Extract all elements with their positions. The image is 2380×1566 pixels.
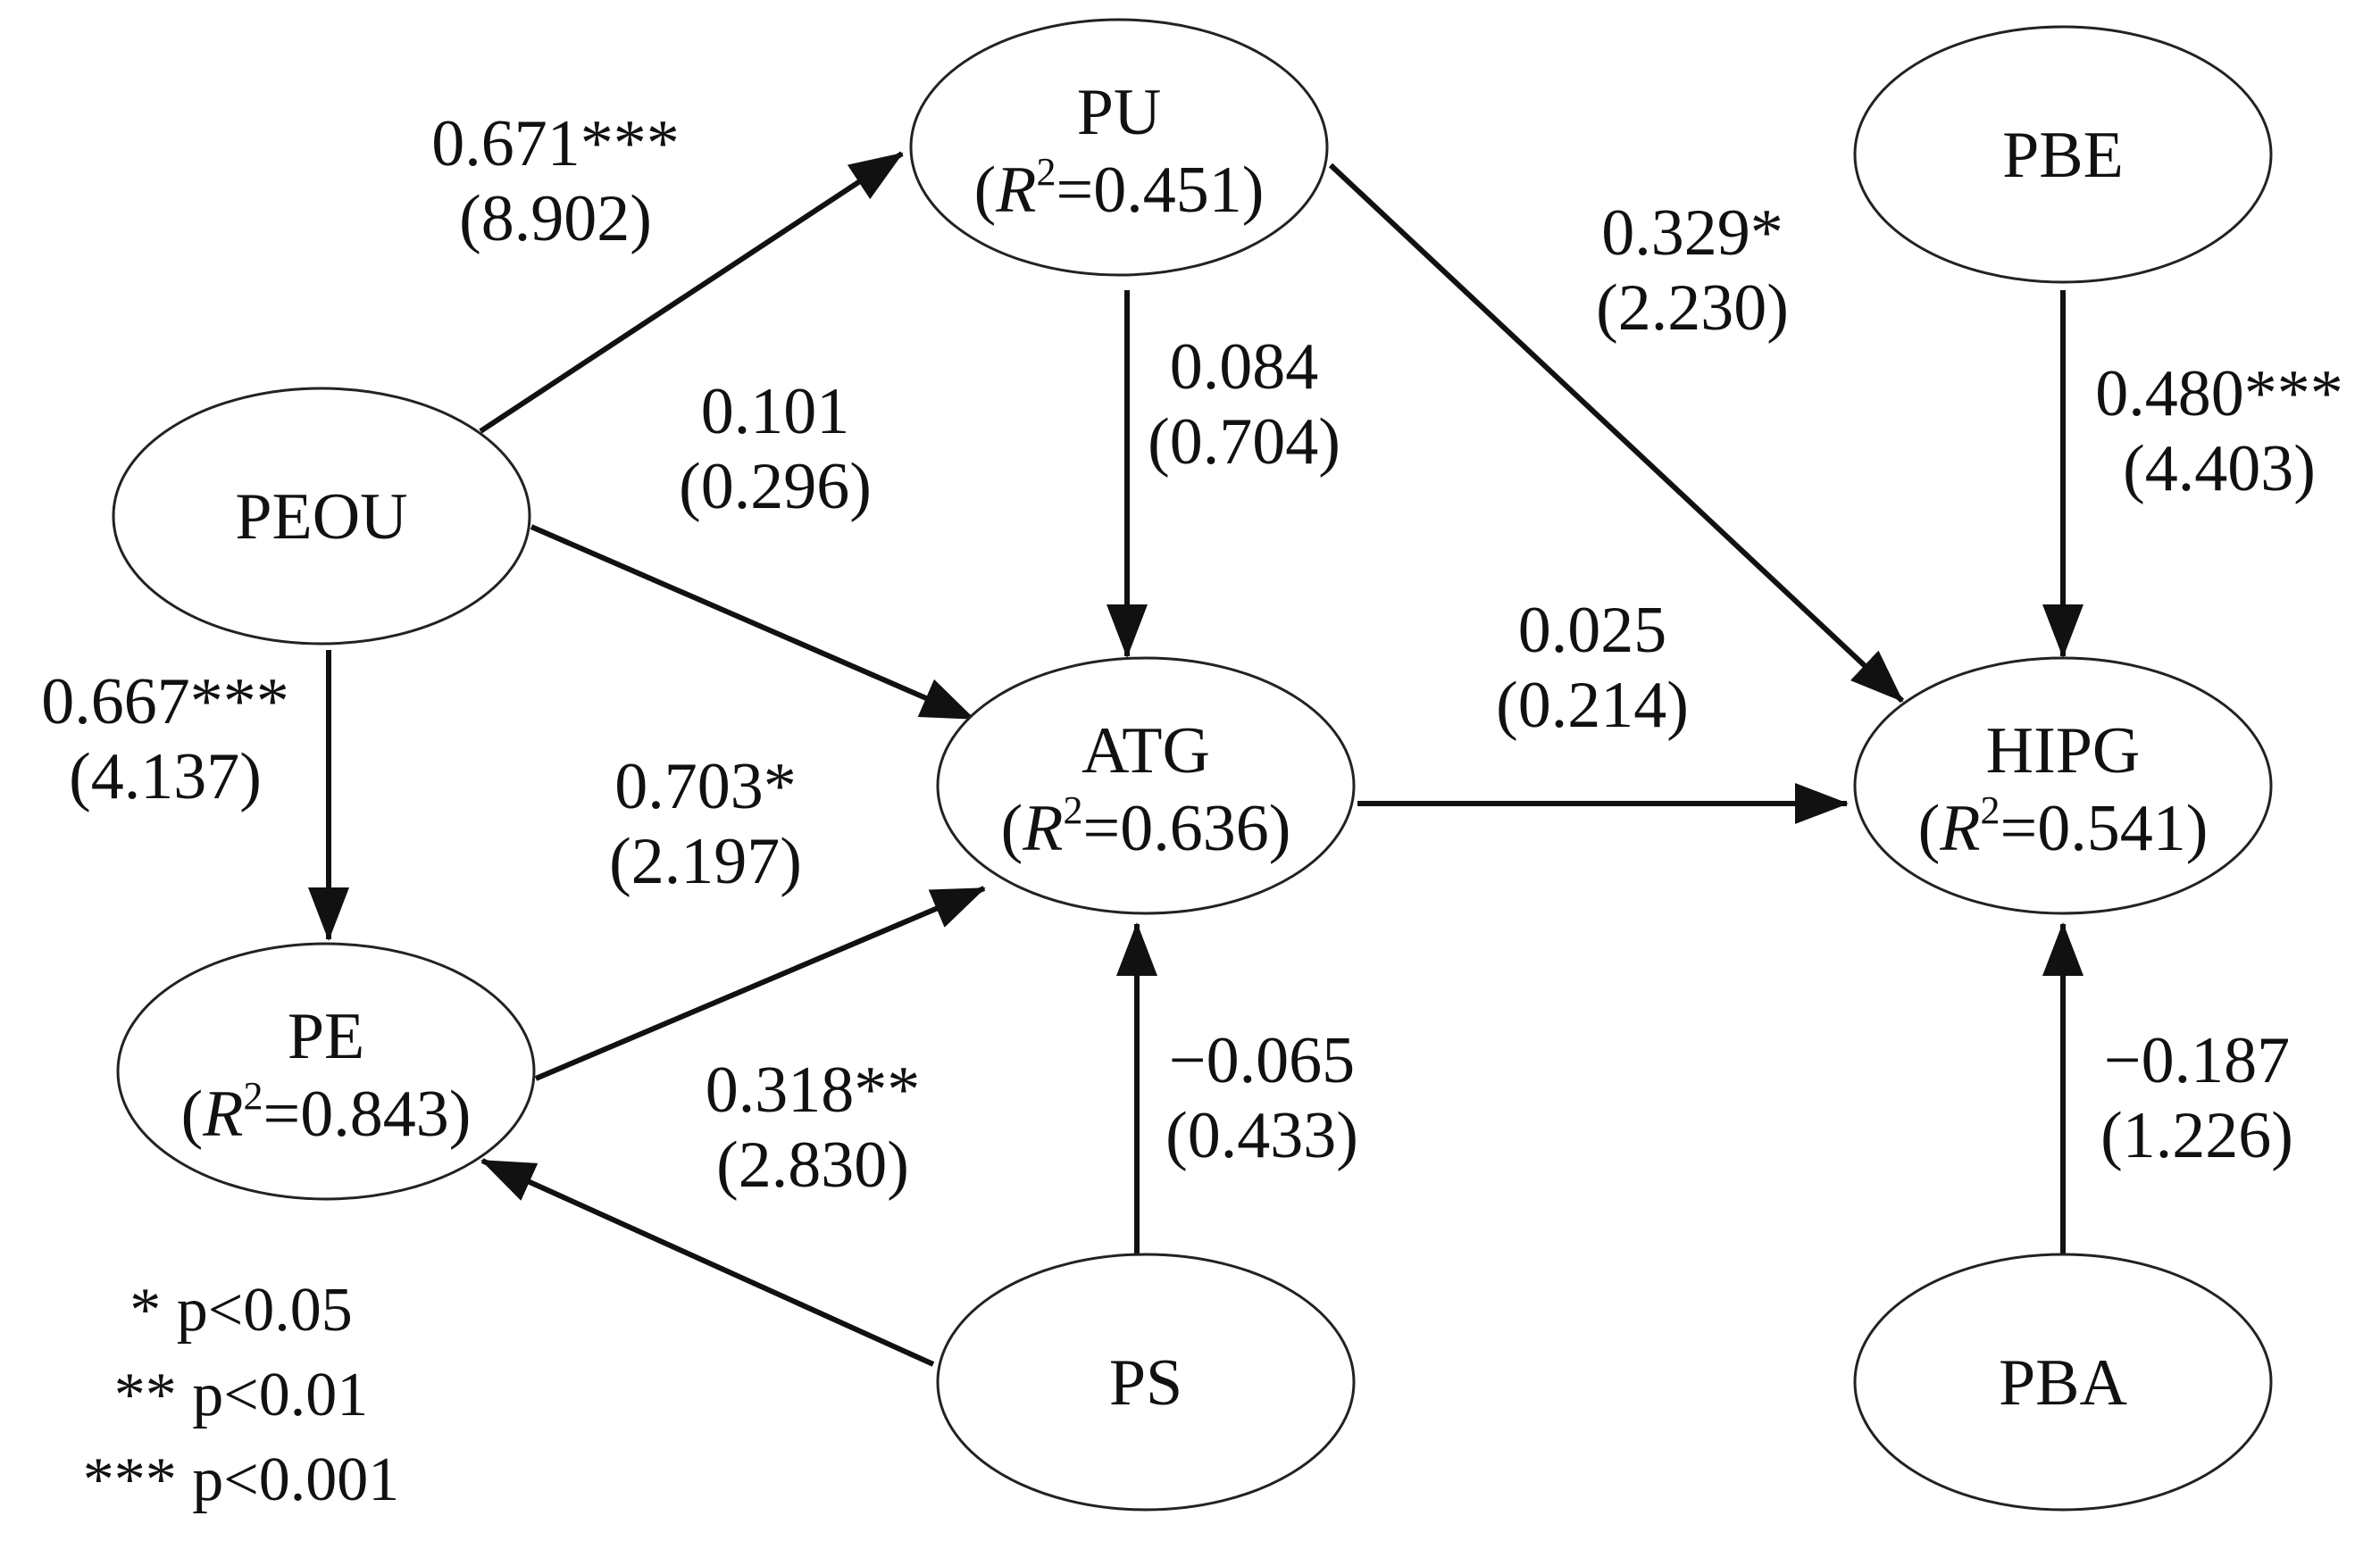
path-coefficient: −0.065 [1169,1024,1355,1097]
edge-label-peou-to-atg: 0.101(0.296) [679,375,872,523]
nodes-layer: PU(R2=0.451)PBEPEOUATG(R2=0.636)HIPG(R2=… [112,18,2273,1512]
path-coefficient: 0.329* [1601,196,1783,270]
legend-entry: * p<0.05 [129,1276,352,1345]
path-coefficient: −0.187 [2104,1024,2290,1097]
node-pu: PU(R2=0.451) [909,18,1329,277]
node-hipg: HIPG(R2=0.541) [1853,656,2273,915]
node-ellipse [1853,656,2273,915]
path-coefficient: 0.318** [706,1054,921,1127]
node-name: HIPG [1986,714,2141,787]
legend-entry: ** p<0.01 [114,1361,368,1429]
edge-label-ps-to-pe: 0.318**(2.830) [706,1054,921,1202]
edge-pu-to-hipg [1328,162,1905,704]
r-squared-value: 0.843 [300,1078,449,1151]
node-pba: PBA [1853,1253,2273,1512]
path-coefficient: 0.667*** [41,665,289,738]
node-name: PBA [1999,1346,2127,1420]
node-name: PS [1109,1346,1182,1420]
edge-label-peou-to-pu: 0.671***(8.902) [431,107,680,255]
t-statistic: (2.197) [609,825,802,898]
path-coefficient: 0.025 [1518,594,1667,667]
t-statistic: (0.433) [1165,1099,1358,1172]
node-name: PEOU [235,480,407,554]
node-ellipse [936,656,1356,915]
node-name: ATG [1081,714,1210,787]
path-coefficient: 0.084 [1170,330,1319,404]
edge-ps-to-pe [480,1158,935,1367]
edge-label-ps-to-atg: −0.065(0.433) [1165,1024,1358,1172]
path-coefficient: 0.671*** [431,107,680,180]
t-statistic: (8.902) [459,182,652,255]
t-statistic: (0.296) [679,450,872,523]
node-ellipse [936,1253,1356,1512]
node-r-squared: (R2=0.636) [1001,788,1291,865]
edge-label-pu-to-hipg: 0.329*(2.230) [1596,196,1789,345]
legend-entry: *** p<0.001 [83,1445,399,1514]
node-ellipse [116,942,536,1201]
edge-labels-layer: 0.671***(8.902) 0.101(0.296) 0.667***(4.13… [41,107,2343,1202]
node-name: PBE [2002,119,2124,192]
node-name: PU [1077,76,1162,149]
node-r-squared: (R2=0.451) [974,150,1265,227]
node-pbe: PBE [1853,25,2273,284]
edge-peou-to-atg [530,524,975,721]
edge-pe-to-atg [534,886,986,1081]
path-coefficient: 0.703* [614,750,797,823]
node-name: PE [288,1000,364,1073]
node-r-squared: (R2=0.843) [181,1074,472,1151]
significance-legend: * p<0.05 ** p<0.01 *** p<0.001 [83,1276,399,1514]
node-ellipse [1853,25,2273,284]
edge-label-pba-to-hipg: −0.187(1.226) [2100,1024,2293,1172]
t-statistic: (2.230) [1596,271,1789,345]
node-ps: PS [936,1253,1356,1512]
t-statistic: (4.403) [2123,432,2316,505]
node-ellipse [1853,1253,2273,1512]
t-statistic: (1.226) [2100,1099,2293,1172]
edge-label-peou-to-pe: 0.667***(4.137) [41,665,289,813]
t-statistic: (0.214) [1496,669,1689,742]
path-coefficient: 0.101 [701,375,850,448]
edge-label-pu-to-atg: 0.084(0.704) [1148,330,1340,479]
edges-layer [308,151,2084,1367]
edge-label-pbe-to-hipg: 0.480***(4.403) [2095,357,2343,505]
edge-peou-to-pu [479,151,904,434]
node-ellipse [909,18,1329,277]
node-peou: PEOU [112,387,531,646]
node-ellipse [112,387,531,646]
r-squared-value: 0.541 [2037,792,2186,865]
r-squared-value: 0.636 [1120,792,1269,865]
edge-label-atg-to-hipg: 0.025(0.214) [1496,594,1689,742]
edge-label-pe-to-atg: 0.703*(2.197) [609,750,802,898]
node-atg: ATG(R2=0.636) [936,656,1356,915]
t-statistic: (2.830) [716,1129,909,1202]
r-squared-value: 0.451 [1093,154,1242,227]
t-statistic: (4.137) [69,740,262,813]
path-coefficient: 0.480*** [2095,357,2343,430]
t-statistic: (0.704) [1148,405,1340,479]
node-r-squared: (R2=0.541) [1918,788,2209,865]
node-pe: PE(R2=0.843) [116,942,536,1201]
